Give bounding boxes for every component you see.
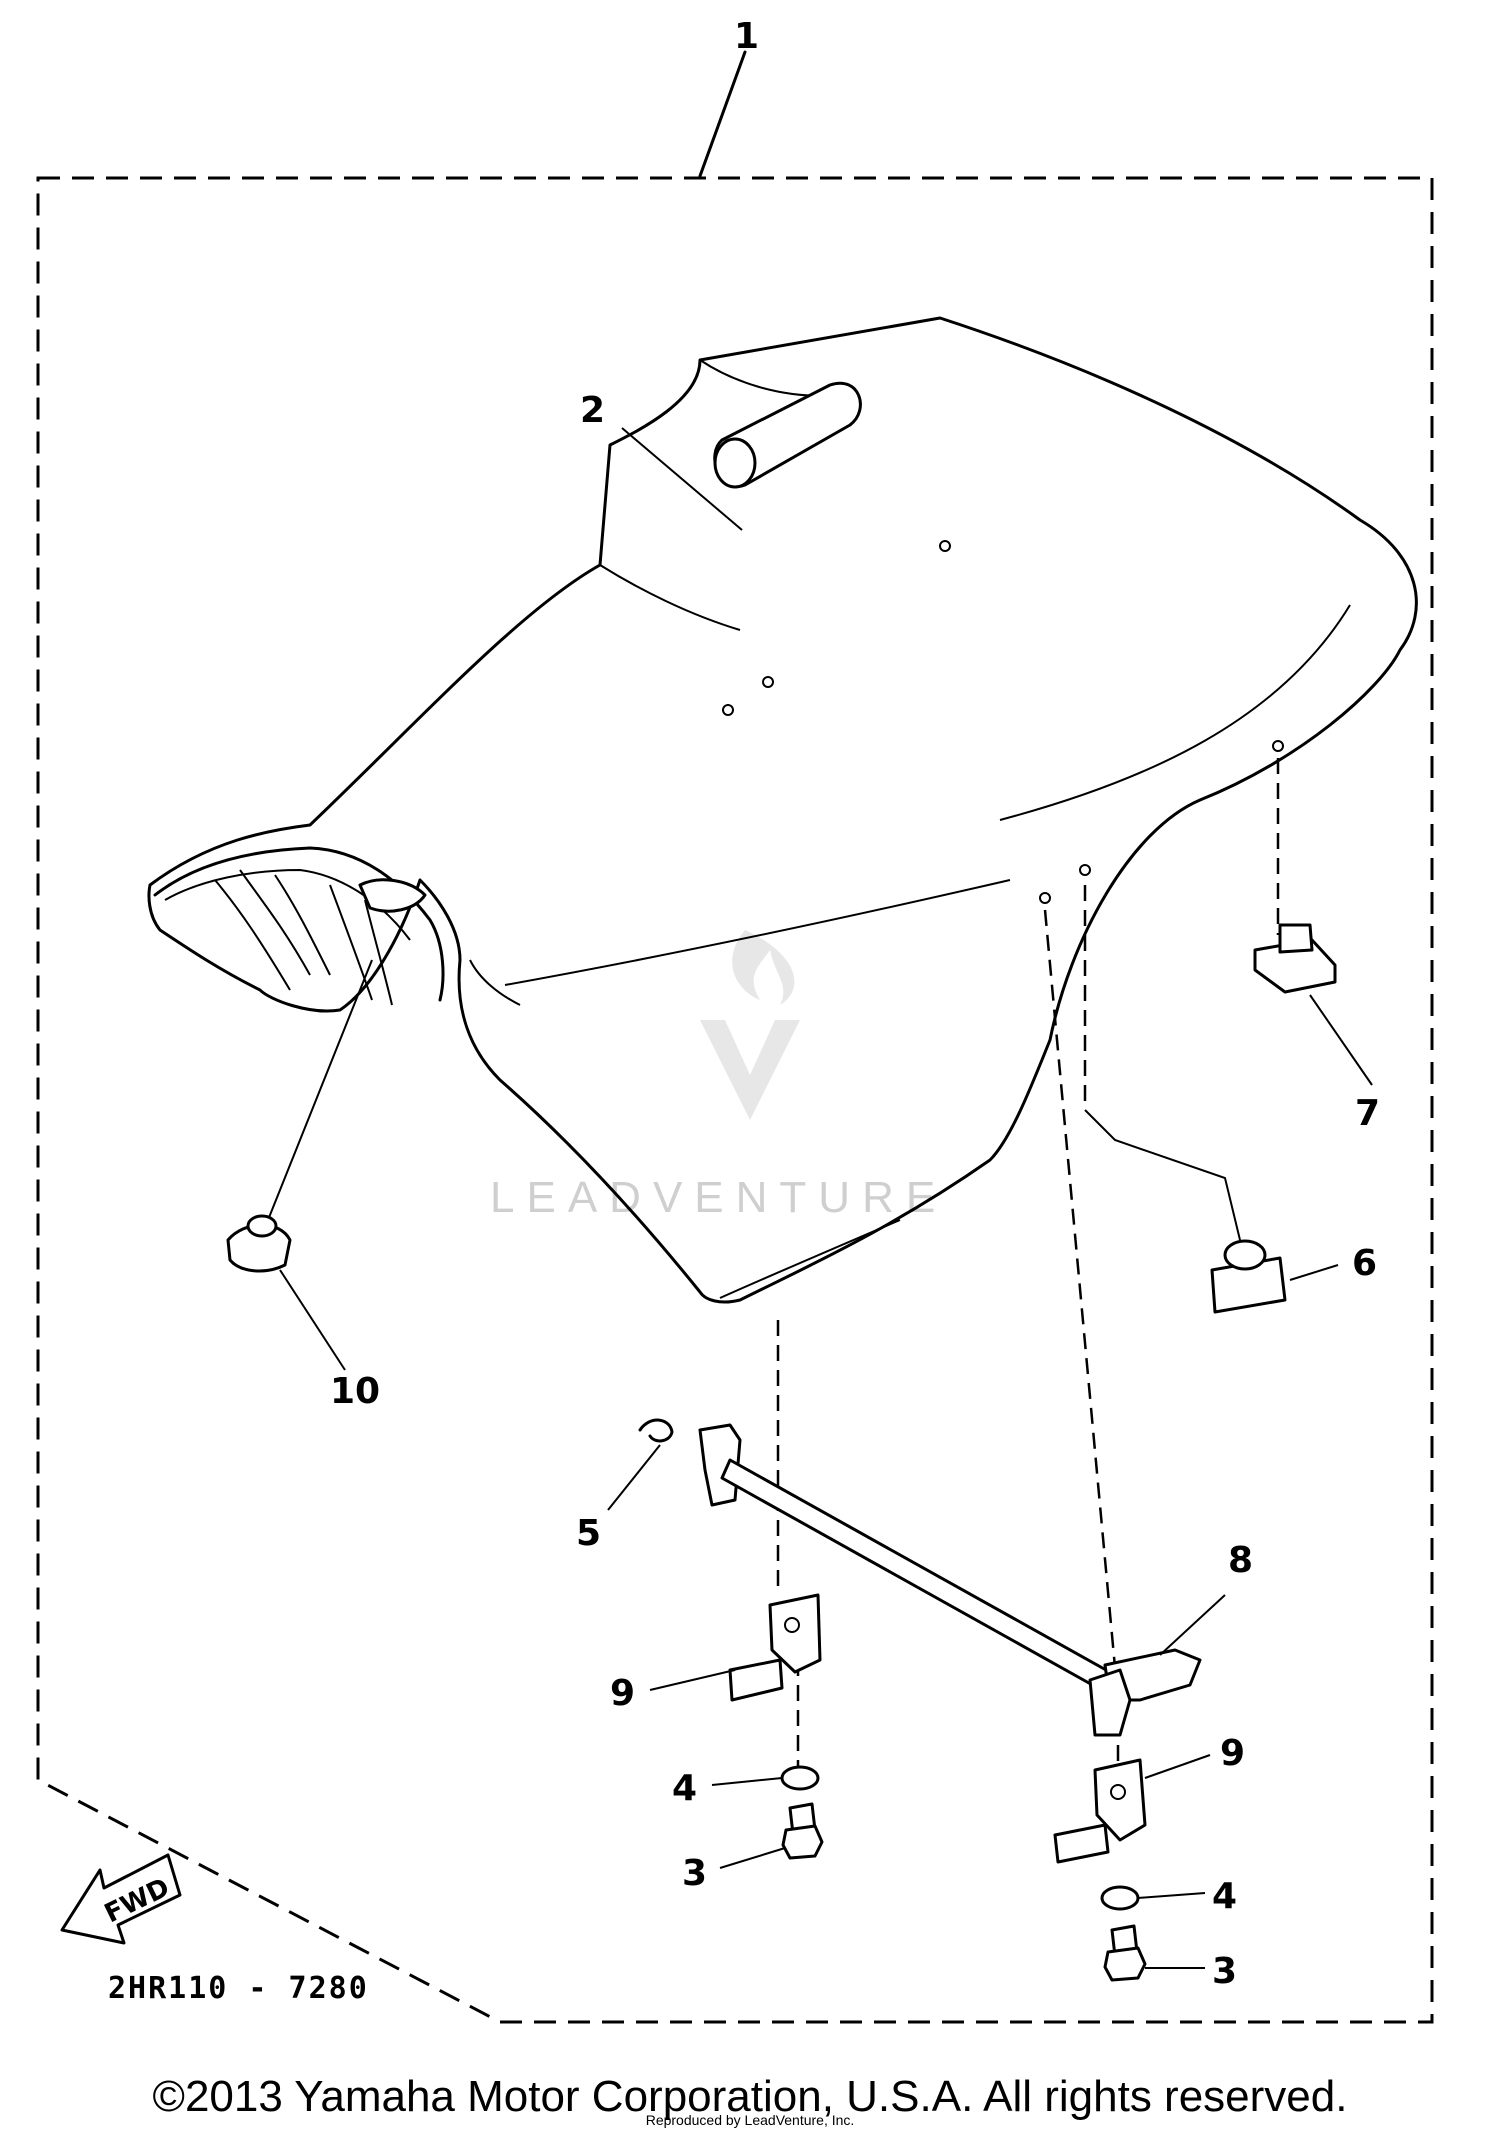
part-4a-washer	[780, 1765, 820, 1791]
callout-1: 1	[734, 16, 759, 57]
callout-6: 6	[1352, 1243, 1377, 1284]
part-9b-bracket	[1053, 1758, 1147, 1864]
part-9a-bracket	[728, 1593, 822, 1702]
leader-2	[621, 427, 743, 531]
hole-4	[1272, 740, 1284, 752]
hole-2	[762, 676, 774, 688]
leader-3a	[719, 1847, 786, 1869]
callout-7: 7	[1355, 1093, 1380, 1134]
hole-1	[939, 540, 951, 552]
leader-6b	[1289, 1264, 1339, 1281]
assembly-boundary	[36, 176, 1434, 2024]
hole-5	[1039, 892, 1051, 904]
leader-4a	[711, 1777, 783, 1786]
leader-10	[279, 1269, 346, 1371]
watermark-logo	[700, 930, 800, 1120]
leader-6	[1084, 1109, 1241, 1241]
align-line-10	[267, 959, 373, 1221]
part-6-damper	[1210, 1239, 1287, 1314]
drawing-code: 2HR110 - 7280	[108, 1971, 369, 2006]
leader-5	[607, 1444, 661, 1511]
copyright-notice: ©2013 Yamaha Motor Corporation, U.S.A. A…	[152, 2072, 1348, 2121]
callout-4a: 4	[672, 1768, 697, 1809]
callout-4b: 4	[1212, 1876, 1237, 1917]
callout-2: 2	[580, 390, 605, 431]
watermark-text: LEADVENTURE	[490, 1173, 947, 1222]
leader-7	[1309, 994, 1373, 1086]
part-3b-bolt	[1103, 1924, 1147, 1982]
part-8-lock-rod	[698, 1423, 1202, 1737]
part-3a-bolt	[781, 1802, 824, 1860]
leader-1	[698, 50, 747, 178]
part-2-handle	[713, 381, 862, 489]
part-7-clip-nut	[1253, 923, 1337, 994]
seat-body	[147, 316, 1418, 1304]
part-10-damper	[226, 1214, 292, 1273]
leader-4b	[1137, 1892, 1206, 1899]
fwd-arrow-icon: FWD	[60, 1853, 182, 1945]
part-4b-washer	[1100, 1885, 1140, 1911]
callout-5: 5	[576, 1513, 601, 1554]
callout-3a: 3	[682, 1853, 707, 1894]
part-5-clip	[638, 1418, 674, 1443]
leader-9b	[1144, 1754, 1211, 1779]
reproduced-notice: Reproduced by LeadVenture, Inc.	[645, 2112, 855, 2128]
callout-9b: 9	[1220, 1733, 1245, 1774]
callout-8: 8	[1228, 1540, 1253, 1581]
callout-9a: 9	[610, 1673, 635, 1714]
callout-3b: 3	[1212, 1951, 1237, 1992]
hole-6	[1079, 864, 1091, 876]
callout-10: 10	[330, 1371, 380, 1412]
hole-3	[722, 704, 734, 716]
leader-9a	[649, 1669, 736, 1691]
align-line-8	[1043, 909, 1120, 1701]
leader-8	[1159, 1594, 1226, 1656]
